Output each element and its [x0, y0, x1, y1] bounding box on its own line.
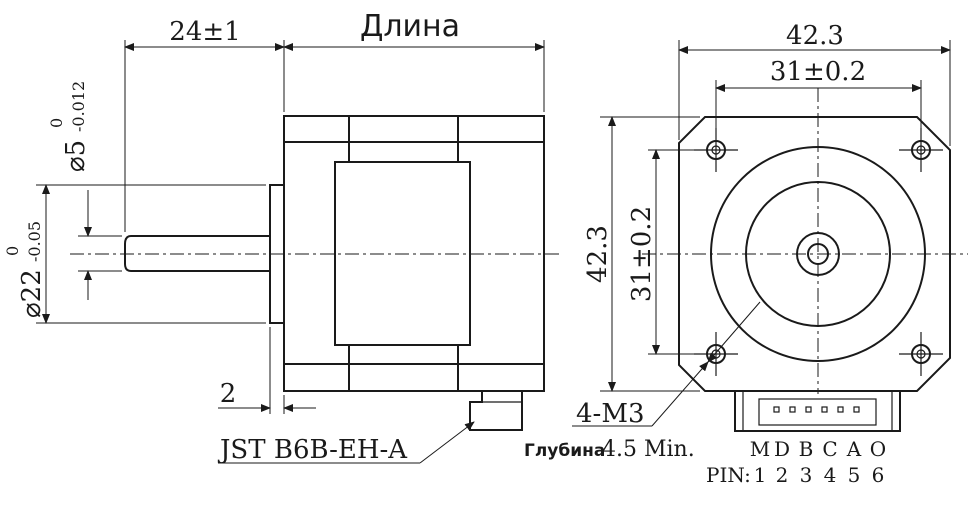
connector-leader	[419, 421, 475, 464]
shaft-dia-tol-lower: -0.012	[69, 81, 88, 132]
boss-dia-main: ⌀22	[17, 269, 47, 318]
front-view	[642, 88, 968, 432]
dim-flange-width-text: 42.3	[786, 21, 844, 51]
pin-letter: M	[750, 437, 770, 461]
connector-body	[469, 391, 523, 431]
boss-dia-label: ⌀22 0 -0.05	[3, 221, 47, 318]
dim-boss-height-text: 2	[220, 379, 237, 409]
front-dimensions	[572, 40, 951, 427]
side-dimensions	[36, 40, 545, 464]
pin-prefix: PIN:	[706, 463, 751, 487]
pin-number: 1	[754, 463, 767, 487]
connector-header	[734, 390, 901, 432]
pin-letter: B	[799, 437, 814, 461]
pin-number: 3	[800, 463, 813, 487]
connector-label: JST B6B-EH-A	[217, 435, 408, 465]
thread-label: 4-M3	[576, 399, 645, 429]
shaft-dia-main: ⌀5	[61, 140, 91, 172]
connector-pins	[773, 406, 860, 413]
side-view	[70, 115, 560, 431]
flange-outline	[678, 116, 951, 392]
boss-dia-tol-lower: -0.05	[25, 221, 44, 262]
dim-body-length-text: Длина	[360, 9, 460, 44]
pin-number: 4	[824, 463, 837, 487]
dim-hole-spacing-h-text: 31±0.2	[770, 57, 866, 87]
dim-shaft-length-text: 24±1	[169, 17, 240, 47]
boss-dia-tol-upper: 0	[3, 246, 22, 256]
dim-hole-spacing-v-text: 31±0.2	[627, 206, 657, 302]
depth-prefix: Глубина	[524, 441, 605, 461]
pin-numbers: PIN: 1 2 3 4 5 6	[706, 463, 884, 487]
pin-letter: O	[870, 437, 886, 461]
dim-flange-height-text: 42.3	[583, 225, 613, 283]
stator-left-edge	[334, 142, 350, 364]
pin-number: 2	[776, 463, 789, 487]
stator-right-edge	[457, 142, 471, 364]
pin-letter: D	[774, 437, 790, 461]
pin-number: 5	[848, 463, 861, 487]
thread-leader	[651, 361, 709, 427]
pin-letter: A	[846, 437, 862, 461]
depth-value: 4.5 Min.	[602, 437, 695, 462]
shaft-dia-label: ⌀5 0 -0.012	[47, 81, 91, 172]
pin-number: 6	[872, 463, 885, 487]
pin-letter: C	[822, 437, 837, 461]
pin-letters: M D B C A O	[750, 437, 886, 461]
shaft-dia-tol-upper: 0	[47, 118, 66, 128]
